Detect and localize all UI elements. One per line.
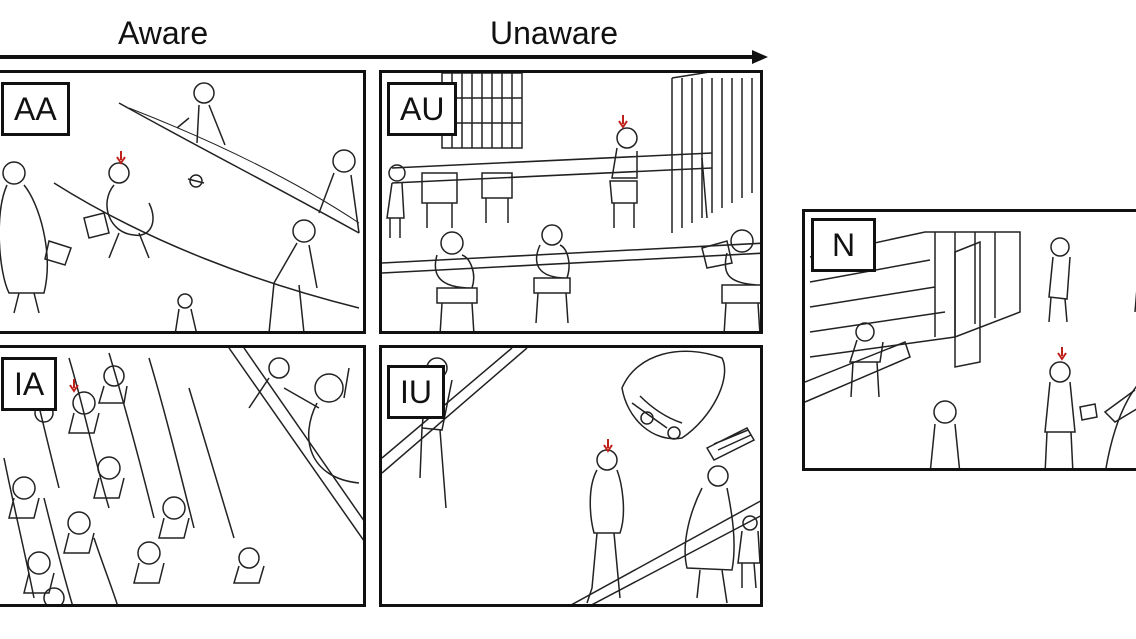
panel-aa-marker: [116, 151, 126, 165]
panel-iu-marker: [603, 439, 613, 453]
panel-au-label: AU: [387, 82, 458, 136]
panel-iu: IU: [379, 345, 763, 607]
aware-label: Aware: [118, 15, 209, 51]
panel-au-marker: [618, 115, 628, 129]
unaware-label: Unaware: [490, 15, 619, 51]
panel-n-label: N: [811, 218, 877, 272]
panel-n-illustration: [805, 231, 1136, 468]
panel-aa-illustration: [0, 82, 360, 331]
panel-ia-illustration: [3, 348, 363, 604]
panel-iu-label: IU: [387, 365, 445, 419]
panel-ia-marker: [69, 379, 79, 393]
awareness-arrow: [0, 50, 768, 64]
panel-au: AU: [379, 70, 763, 334]
panel-n-marker: [1057, 347, 1067, 361]
panel-ia: IA: [0, 345, 366, 607]
panel-ia-label: IA: [1, 357, 58, 411]
panel-iu-illustration: [382, 348, 760, 604]
panel-aa: AA: [0, 70, 366, 334]
panel-n: N: [802, 209, 1136, 471]
panel-aa-label: AA: [1, 82, 70, 136]
